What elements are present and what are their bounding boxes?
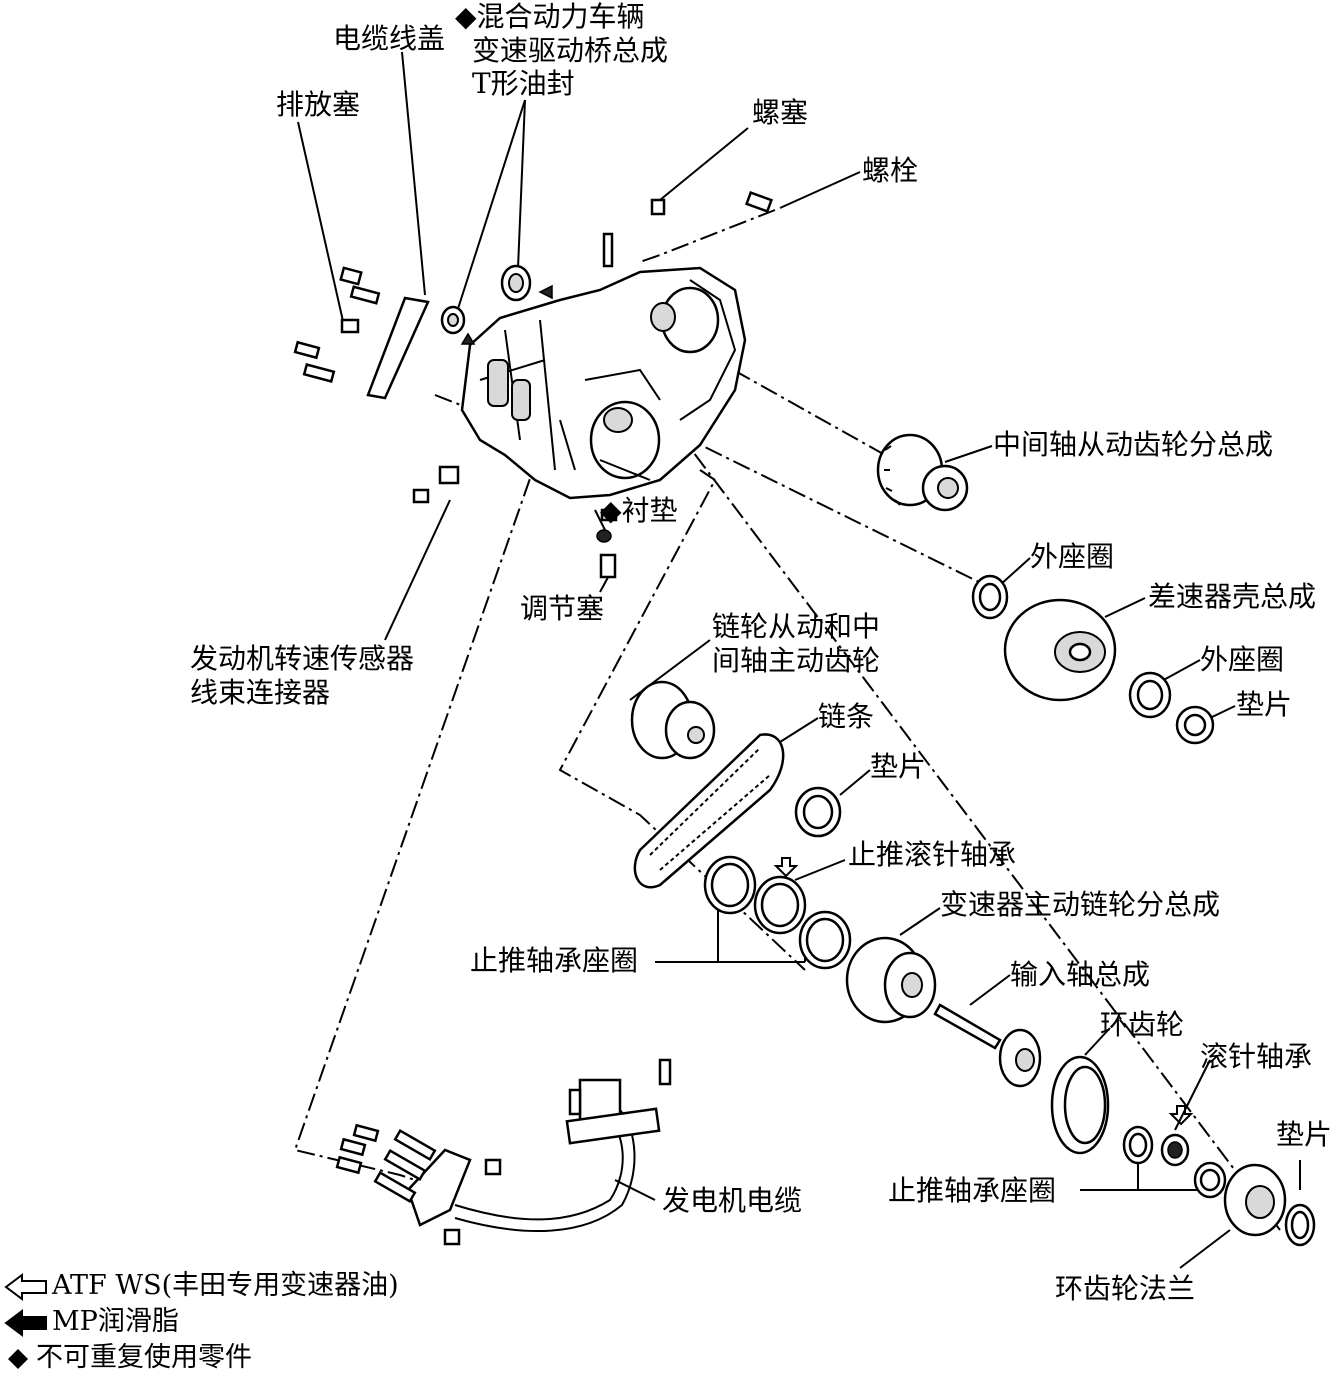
counter-driven-gear-part [876, 433, 969, 512]
legend-atf-text: ATF WS(丰田专用变速器油) [52, 1270, 399, 1301]
diamond-icon [8, 1348, 28, 1369]
label-ring-gear: 环齿轮 [1100, 1008, 1185, 1041]
label-shim-2: 垫片 [870, 750, 927, 783]
ring-gear-parts [1050, 1055, 1316, 1247]
differential-parts [971, 574, 1215, 745]
label-thrust-race-1: 止推轴承座圈 [470, 944, 639, 977]
label-sprocket-line1: 链轮从动和中 [712, 610, 881, 643]
legend-atf: ATF WS(丰田专用变速器油) [4, 1270, 399, 1302]
label-outer-race-1: 外座圈 [1030, 540, 1115, 573]
label-t-seal-line1: ◆混合动力车辆 [455, 0, 645, 33]
label-gasket: ◆衬垫 [600, 494, 678, 527]
label-thrust-needle-bearing: 止推滚针轴承 [848, 838, 1017, 871]
hollow-arrow-icon [4, 1272, 47, 1301]
fasteners [293, 190, 773, 579]
legend-mp-text: MP润滑脂 [52, 1306, 179, 1337]
label-t-seal-line2: 变速驱动桥总成 [472, 34, 669, 67]
label-needle-bearing: 滚针轴承 [1200, 1040, 1313, 1073]
label-thrust-race-2: 止推轴承座圈 [888, 1174, 1057, 1207]
label-screw-plug: 螺塞 [752, 96, 809, 129]
sprocket-part [630, 680, 716, 760]
label-diff-case: 差速器壳总成 [1148, 580, 1317, 613]
generator-cable-part [335, 1058, 672, 1246]
drive-sprocket-part [845, 936, 937, 1024]
label-shim-1: 垫片 [1236, 688, 1293, 721]
race-and-bearing-rings [703, 786, 852, 970]
label-outer-race-2: 外座圈 [1200, 643, 1285, 676]
non-reusable-diamond-icon: ◆ [455, 0, 477, 33]
label-bolt: 螺栓 [862, 154, 919, 187]
t-oil-seals [440, 264, 532, 335]
transaxle-housing [460, 266, 747, 500]
label-sprocket-line2: 间轴主动齿轮 [712, 644, 881, 677]
label-shim-3: 垫片 [1276, 1118, 1333, 1151]
label-t-seal-line3: T形油封 [472, 67, 575, 100]
solid-arrow-icon [4, 1308, 47, 1337]
legend-non-reusable: 不可重复使用零件 [4, 1342, 252, 1374]
label-input-shaft: 输入轴总成 [1010, 958, 1151, 991]
label-generator-cable: 发电机电缆 [662, 1184, 803, 1217]
label-ring-gear-flange: 环齿轮法兰 [1055, 1272, 1196, 1305]
cable-cover-part [366, 296, 430, 400]
input-shaft-part [933, 1003, 1042, 1088]
label-drive-sprocket: 变速器主动链轮分总成 [940, 888, 1221, 921]
legend-non-reusable-text: 不可重复使用零件 [36, 1342, 252, 1373]
label-sensor-connector-line2: 线束连接器 [190, 676, 331, 709]
label-cable-cover: 电缆线盖 [333, 22, 446, 55]
non-reusable-diamond-icon: ◆ [600, 494, 622, 527]
legend-mp: MP润滑脂 [4, 1306, 179, 1338]
label-sensor-connector-line1: 发动机转速传感器 [190, 642, 415, 675]
label-drain-plug: 排放塞 [276, 88, 361, 121]
label-counter-driven-gear: 中间轴从动齿轮分总成 [993, 428, 1274, 461]
chain-part [633, 733, 785, 889]
assembly-arrows [460, 284, 553, 345]
label-chain: 链条 [818, 700, 875, 733]
assembly-axes [293, 209, 1281, 1231]
label-adjust-plug: 调节塞 [520, 592, 605, 625]
